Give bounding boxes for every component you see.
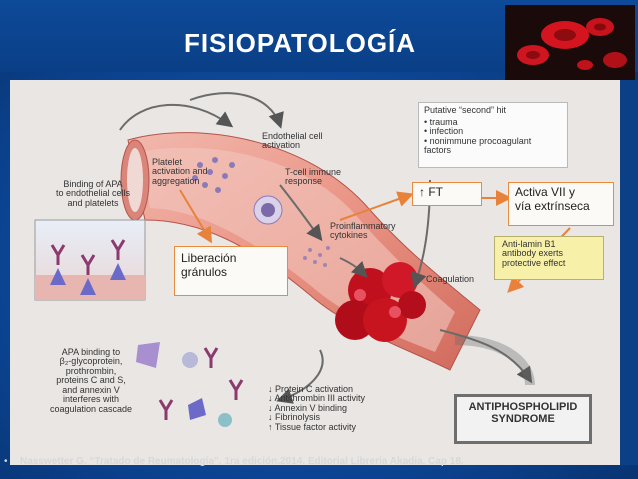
label-binding-apa: Binding of APA to endothelial cells and … [55,179,131,208]
label-second-hit-items: • trauma • infection • nonimmune procoag… [424,117,532,156]
callout-activa: Activa VII y vía extrínseca [508,182,614,226]
anti-lamin-box [494,236,604,280]
platelets [192,157,235,193]
molecules [136,342,244,427]
label-endothelial: Endothelial cell activation [262,131,323,151]
aps-arrow [454,335,535,386]
label-tcell: T-cell immune response [285,167,342,187]
footer-citation: Nasswetter G. “Tratado de Reumatología”.… [0,456,638,476]
slide-title: FISIOPATOLOGÍA [183,28,417,58]
red-blood-cell-icon [517,18,627,70]
label-coagulation: Coagulation [426,274,475,284]
label-second-hit-title: Putative “second” hit [424,105,507,115]
right-edge-bar [620,80,638,465]
footer-bullet: • [4,456,8,467]
label-apa-binding: APA binding to β₂-glycoprotein, prothrom… [49,347,133,414]
apa-inset [34,219,146,301]
callout-liberacion: Liberación gránulos [174,246,288,296]
t-cell [253,195,283,225]
blood-cells-image [505,5,635,80]
cytokines [303,246,330,267]
callout-ft: ↑ FT [412,182,482,206]
label-proinflammatory: Proinflammatory cytokines [330,221,396,241]
blood-clot [335,262,426,342]
label-anti-lamin: Anti-lamin B1 antibody exerts protective… [502,239,566,268]
aps-box: ANTIPHOSPHOLIPID SYNDROME [454,394,592,444]
pathophysiology-diagram [34,92,571,427]
label-effects: ↓ Protein C activation ↓ Antithrombin II… [268,384,366,432]
footer-text: Nasswetter G. “Tratado de Reumatología”.… [20,456,464,467]
label-platelet: Platelet activation and aggregation [152,157,208,186]
second-hit-box [418,102,568,168]
